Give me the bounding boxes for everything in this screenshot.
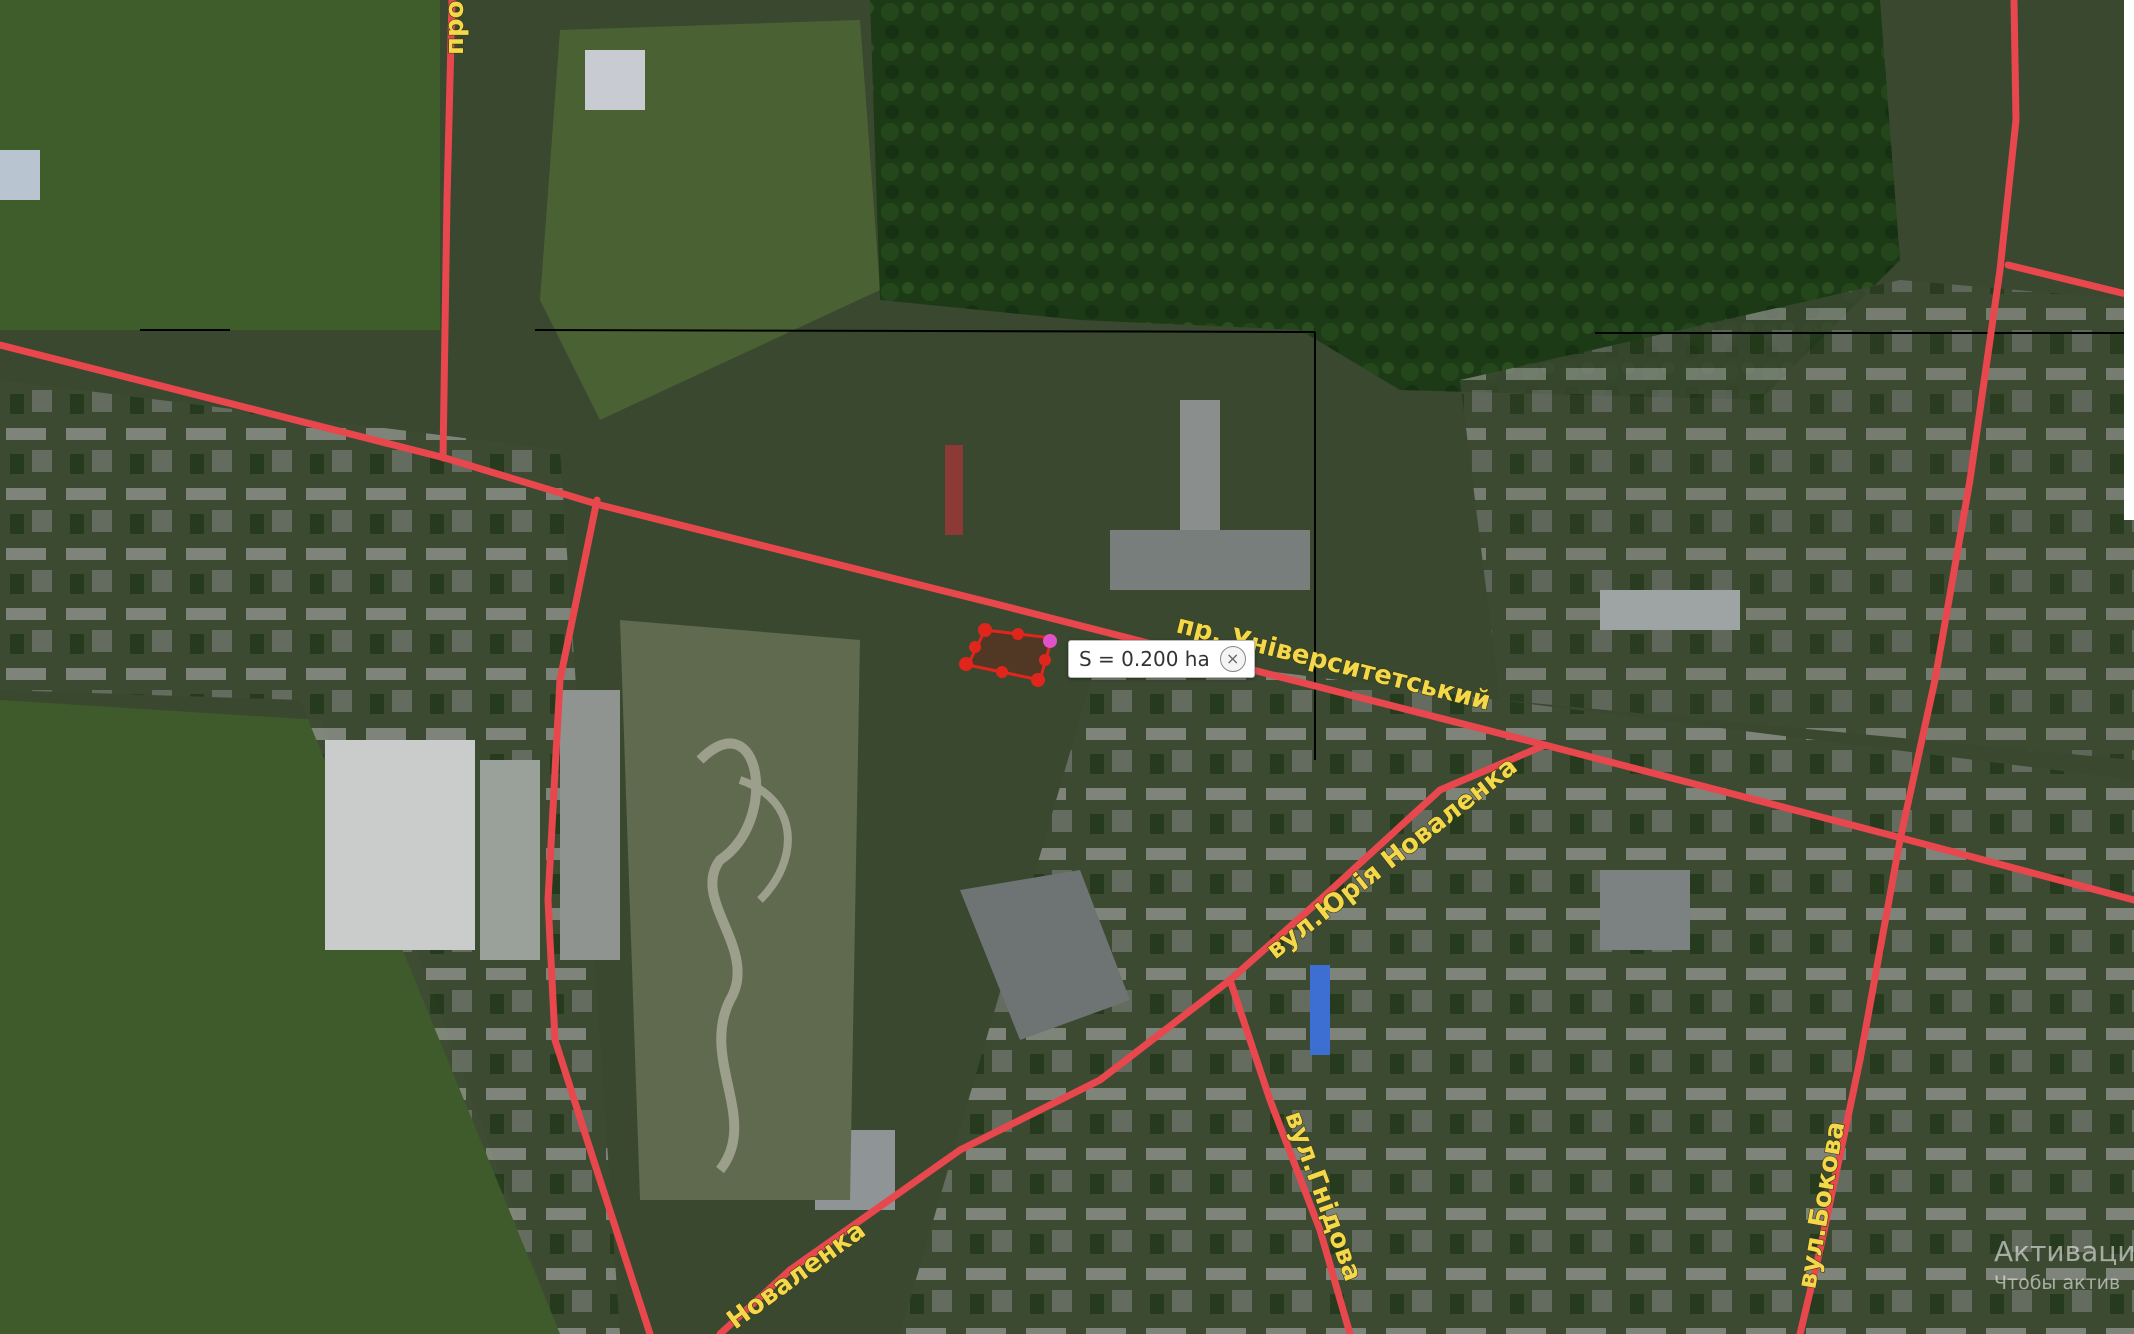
polygon-vertex-handle[interactable]	[1031, 673, 1045, 687]
residential-area	[1460, 280, 2134, 760]
dirt-track	[738, 776, 792, 903]
building-roof	[945, 445, 963, 535]
windows-activation-watermark: Активаци Чтобы актив	[1994, 1235, 2134, 1294]
polygon-midpoint-handle[interactable]	[1012, 628, 1024, 640]
forest-area	[870, 0, 1900, 400]
watermark-line-2: Чтобы актив	[1994, 1272, 2121, 1294]
parking-lot	[560, 690, 620, 960]
road-yuriia-novalenka	[716, 741, 1549, 1334]
measured-area-polygon[interactable]	[959, 623, 1057, 687]
residential-area	[0, 380, 620, 1334]
building-roof	[1600, 870, 1690, 950]
polygon-midpoint-handle[interactable]	[1039, 654, 1051, 666]
building-roof	[1180, 400, 1220, 530]
field-area	[540, 20, 880, 420]
road-northeast	[2004, 261, 2134, 299]
building-roof	[1600, 590, 1740, 630]
road-vertical-west	[439, 0, 456, 462]
polygon-midpoint-handle[interactable]	[969, 641, 981, 653]
road-bokova	[1796, 0, 2020, 1334]
close-icon[interactable]: ×	[1219, 646, 1246, 672]
polygon-vertex-handle[interactable]	[959, 657, 973, 671]
building-roof	[585, 50, 645, 110]
building-roof	[1310, 965, 1330, 1055]
watermark-line-1: Активаци	[1994, 1235, 2134, 1268]
parking-lot	[480, 760, 540, 960]
polygon-midpoint-handle[interactable]	[996, 666, 1008, 678]
grid-line	[534, 329, 1316, 333]
dirt-track-area	[620, 620, 860, 1200]
road-hnidova	[1226, 976, 1354, 1334]
area-value: S = 0.200 ha	[1079, 647, 1210, 671]
field-area	[0, 0, 440, 330]
building-roof	[325, 740, 475, 950]
street-label-top-fragment: прос	[440, 0, 470, 55]
polygon-vertex-handle[interactable]	[978, 623, 992, 637]
building-roof	[1110, 530, 1310, 590]
map-edge-panel	[2124, 0, 2134, 520]
polygon-active-vertex-handle[interactable]	[1043, 634, 1057, 648]
dirt-track	[696, 738, 762, 1174]
measurement-tooltip: S = 0.200 ha ×	[1068, 640, 1255, 678]
building-roof	[960, 870, 1130, 1040]
field-area	[0, 700, 560, 1334]
building-roof	[0, 150, 40, 200]
road-vertical-southwest	[544, 496, 654, 1334]
